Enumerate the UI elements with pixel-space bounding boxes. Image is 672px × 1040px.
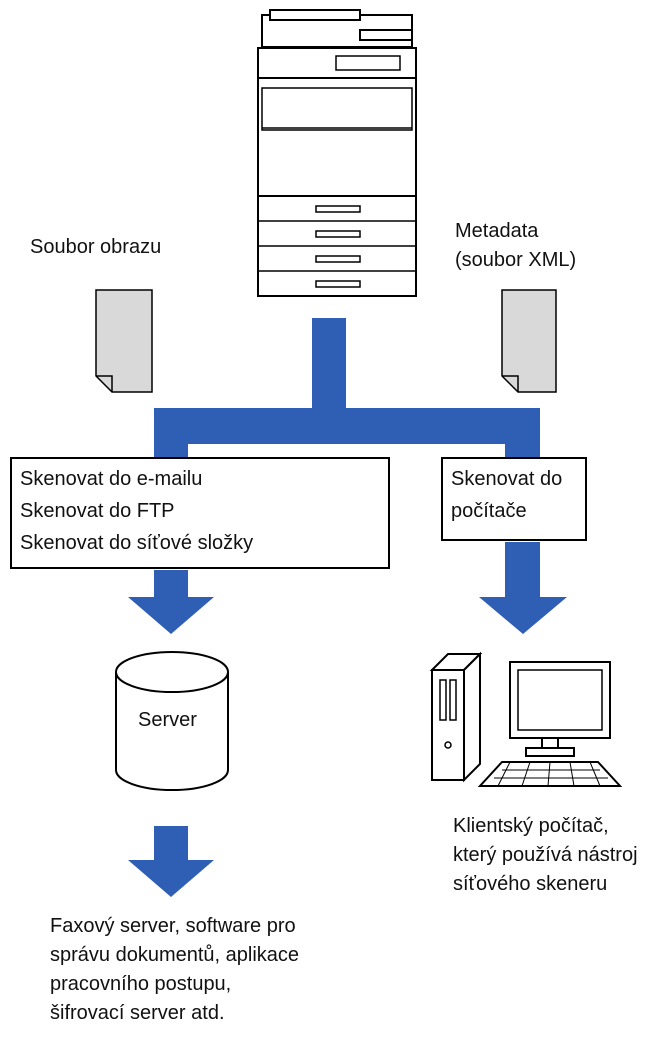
client-label-line: síťového skeneru — [453, 873, 608, 895]
client-label-line: který používá nástroj — [453, 844, 638, 866]
image-file-label: Soubor obrazu — [30, 236, 162, 258]
document-fold-icon — [502, 375, 519, 392]
arrow-down-icon — [128, 570, 214, 634]
client-computer-label: Klientský počítač, který používá nástroj… — [453, 812, 638, 899]
document-icon — [501, 289, 557, 393]
client-label-line: Klientský počítač, — [453, 815, 609, 837]
destination-label-line: správu dokumentů, aplikace — [50, 944, 300, 966]
server-icon — [115, 651, 229, 791]
metadata-label: Metadata (soubor XML) — [455, 217, 576, 275]
arrow-down-icon — [128, 826, 214, 897]
destination-label-line: Faxový server, software pro — [50, 915, 296, 937]
destination-label-line: šifrovací server atd. — [50, 1002, 225, 1024]
scan-destinations-box-right: Skenovat do počítače — [441, 457, 587, 541]
connector-lines — [154, 318, 540, 458]
computer-icon — [429, 651, 623, 787]
box-item: Skenovat do FTP — [20, 500, 175, 522]
arrow-down-icon — [479, 542, 567, 634]
box-item: Skenovat do e-mailu — [20, 468, 203, 490]
box-item: počítače — [451, 500, 527, 522]
box-item: Skenovat do síťové složky — [20, 532, 254, 554]
metadata-label-line: (soubor XML) — [455, 249, 577, 271]
box-item: Skenovat do — [451, 468, 563, 490]
scan-destinations-box-left: Skenovat do e-mailu Skenovat do FTP Sken… — [10, 457, 390, 569]
document-icon — [95, 289, 153, 393]
server-label: Server — [138, 709, 197, 731]
document-fold-icon — [96, 375, 113, 392]
metadata-label-line: Metadata — [455, 220, 539, 242]
destination-label: Faxový server, software pro správu dokum… — [50, 912, 299, 1028]
printer-icon — [257, 9, 417, 297]
flow-arrows — [128, 542, 567, 897]
destination-label-line: pracovního postupu, — [50, 973, 232, 995]
